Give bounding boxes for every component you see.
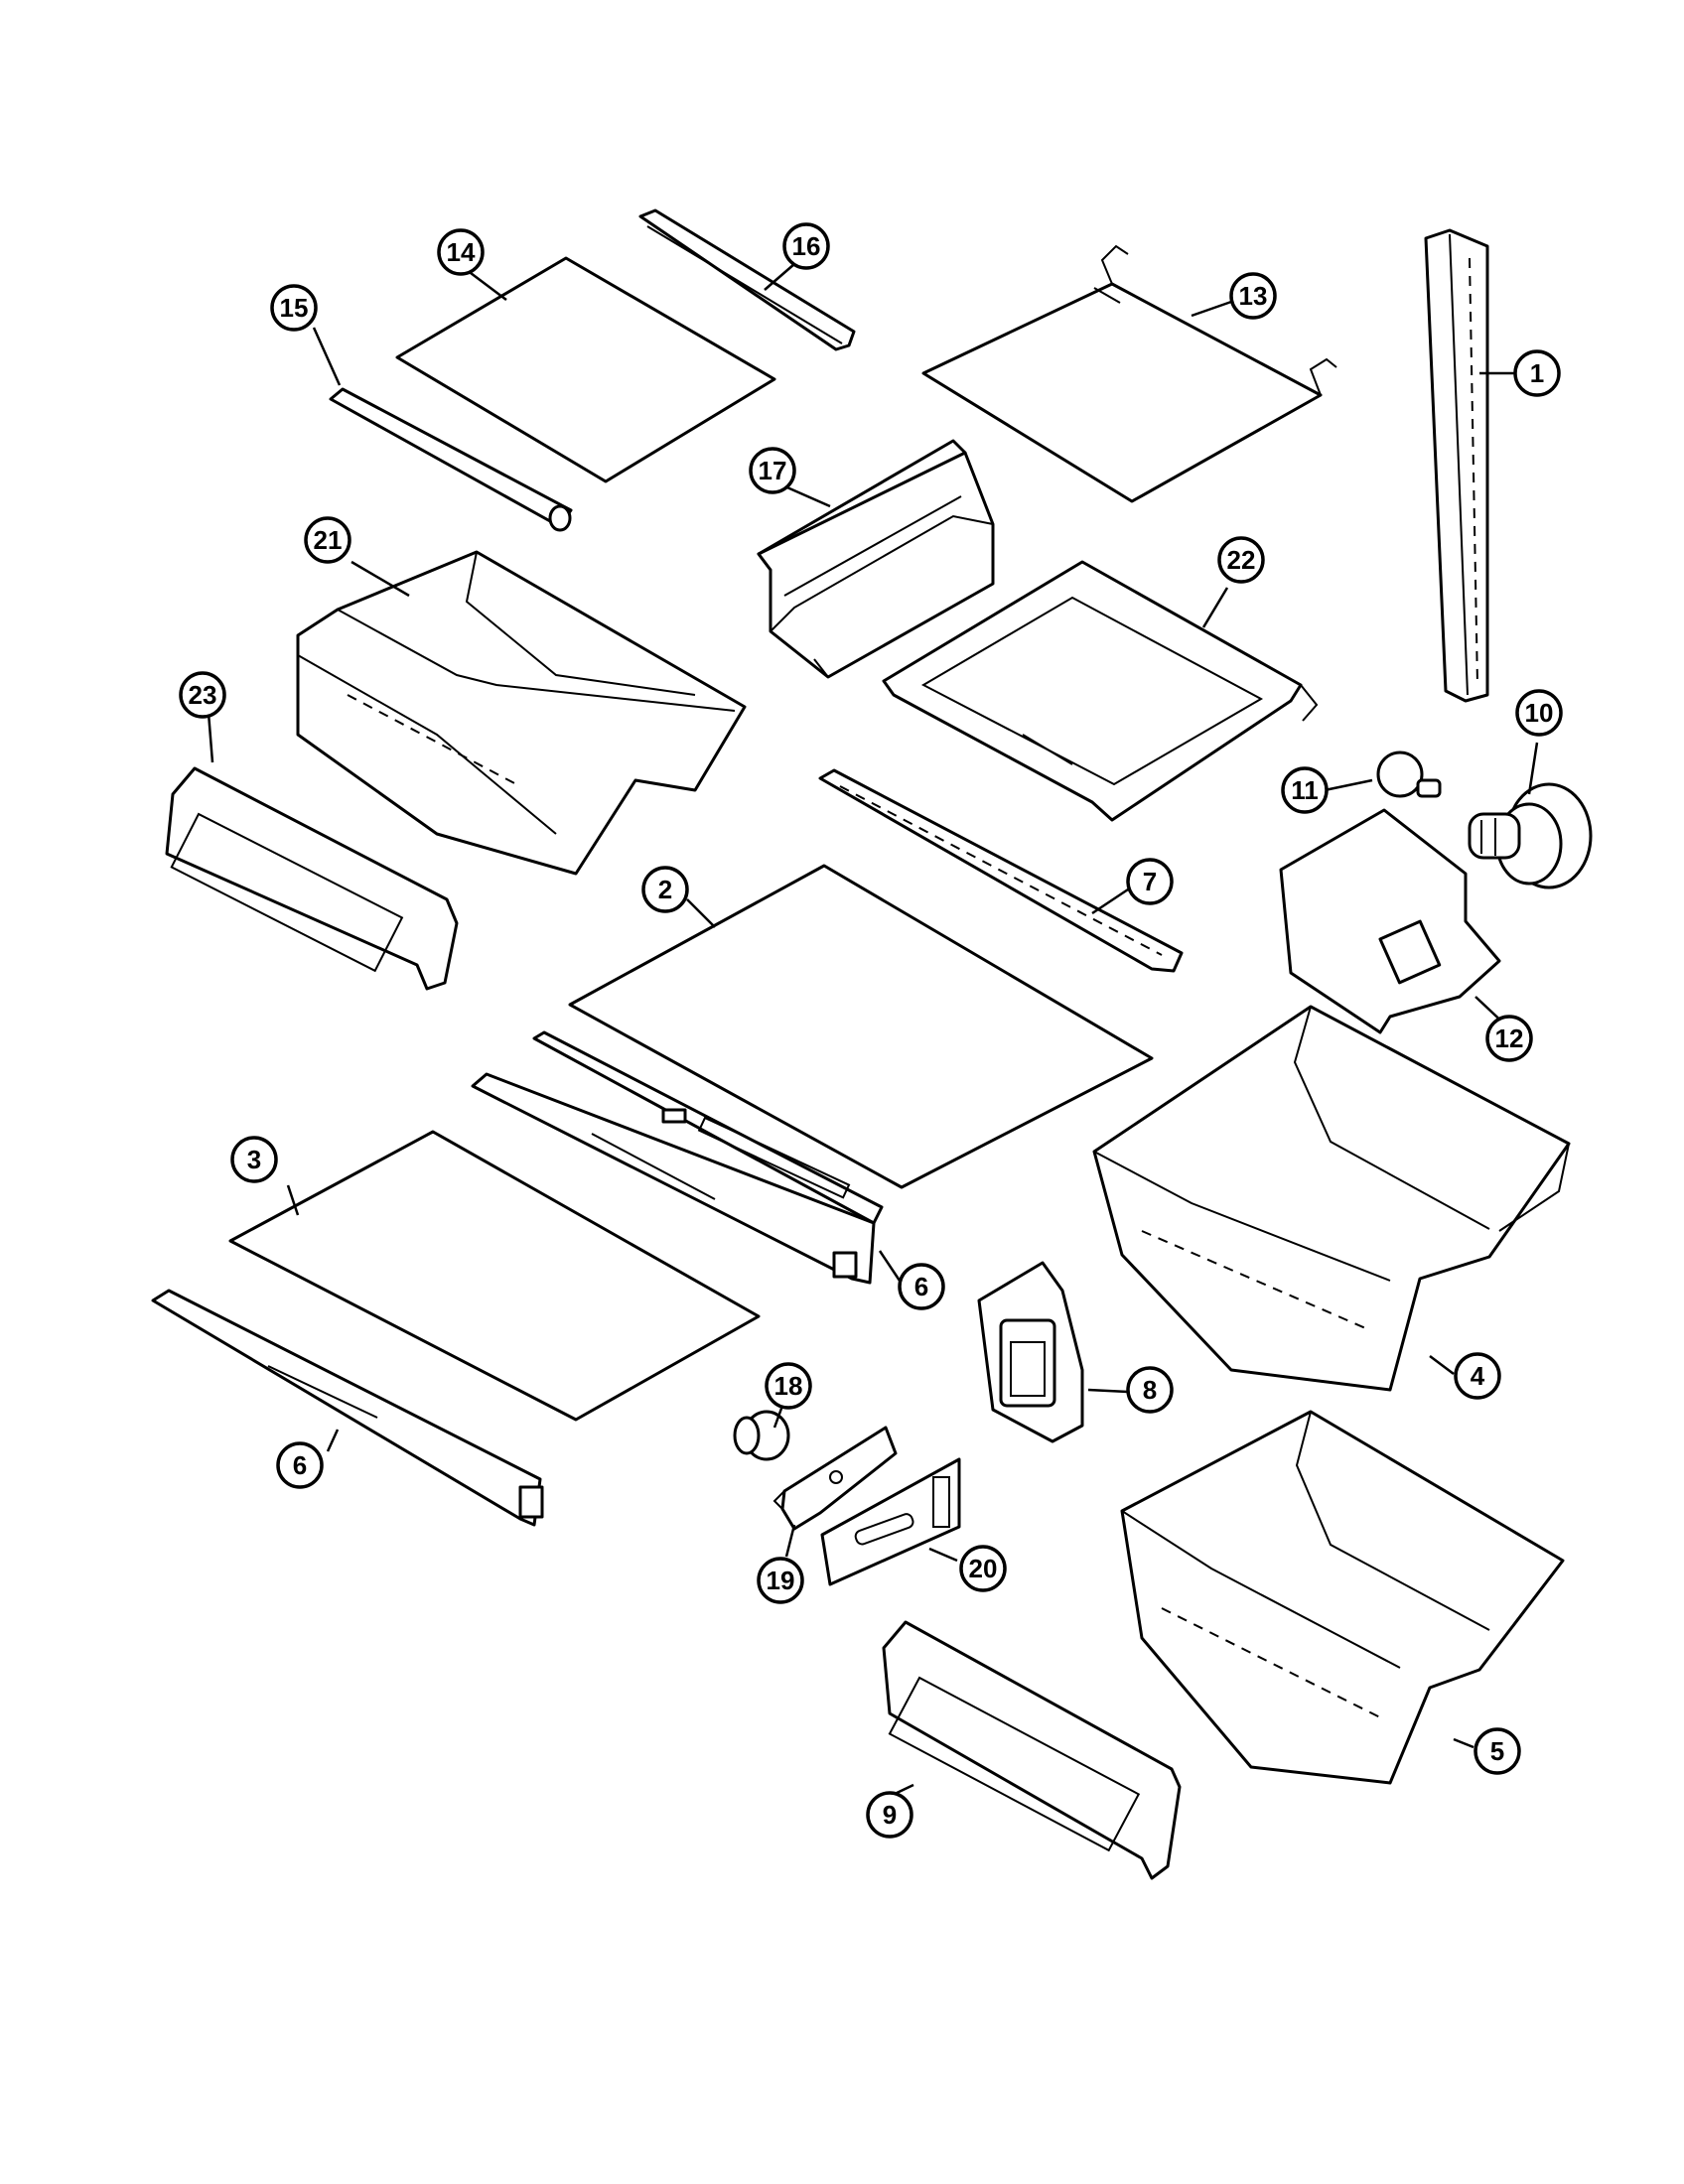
svg-text:6: 6 [914, 1272, 928, 1301]
svg-text:2: 2 [658, 875, 672, 904]
pan-cover-front [882, 1620, 1182, 1880]
pan-meat-cover-front [165, 766, 459, 991]
callout-14[interactable]: 14 [437, 228, 485, 276]
crisper-cover-trim-rear [818, 768, 1184, 973]
callout-4[interactable]: 4 [1454, 1352, 1501, 1400]
shelf-trim-front [329, 387, 573, 532]
callout-3[interactable]: 3 [230, 1136, 278, 1183]
svg-text:17: 17 [759, 456, 787, 485]
svg-text:1: 1 [1530, 358, 1544, 388]
svg-text:23: 23 [189, 680, 217, 710]
callout-18[interactable]: 18 [765, 1362, 812, 1410]
svg-text:21: 21 [314, 525, 343, 555]
svg-text:12: 12 [1495, 1024, 1524, 1053]
svg-text:18: 18 [774, 1371, 803, 1401]
shelf-rail-bracket [757, 439, 995, 679]
svg-text:9: 9 [883, 1800, 897, 1830]
callout-15[interactable]: 15 [270, 284, 318, 332]
callout-9[interactable]: 9 [866, 1791, 913, 1839]
callout-7[interactable]: 7 [1126, 858, 1174, 905]
crisper-pan-lower [1120, 1410, 1565, 1785]
callout-19[interactable]: 19 [757, 1557, 804, 1604]
shelf-frame-cantilever [882, 560, 1319, 822]
crisper-cover-glass-upper [568, 864, 1154, 1189]
callout-10[interactable]: 10 [1515, 689, 1563, 737]
control-bracket [772, 1426, 898, 1531]
callout-20[interactable]: 20 [959, 1545, 1007, 1592]
svg-text:11: 11 [1291, 775, 1319, 805]
svg-text:4: 4 [1471, 1361, 1485, 1391]
callout-16[interactable]: 16 [782, 222, 830, 270]
callout-13[interactable]: 13 [1229, 272, 1277, 320]
callout-17[interactable]: 17 [749, 447, 796, 494]
callout-6-lower[interactable]: 6 [276, 1441, 324, 1489]
svg-text:6: 6 [293, 1450, 307, 1480]
crisper-cover-frame-upper [471, 1030, 884, 1285]
pan-meat [296, 550, 747, 876]
crisper-cover-glass-lower [228, 1130, 761, 1422]
callout-23[interactable]: 23 [179, 671, 226, 719]
svg-text:20: 20 [969, 1554, 998, 1583]
shelf-glass-upper [395, 256, 776, 483]
svg-text:14: 14 [447, 237, 476, 267]
light-socket [1468, 782, 1593, 889]
svg-text:10: 10 [1525, 698, 1554, 728]
callout-8[interactable]: 8 [1126, 1366, 1174, 1414]
shelf-trim-rear [638, 208, 856, 351]
svg-text:16: 16 [792, 231, 821, 261]
svg-text:8: 8 [1143, 1375, 1157, 1405]
svg-text:22: 22 [1227, 545, 1256, 575]
svg-text:15: 15 [280, 293, 309, 323]
callout-1[interactable]: 1 [1513, 349, 1561, 397]
svg-text:7: 7 [1143, 867, 1157, 896]
shelf-wire-cantilever [921, 244, 1337, 503]
svg-text:13: 13 [1239, 281, 1268, 311]
svg-text:19: 19 [767, 1566, 795, 1595]
shelf-ladder-rail [1424, 228, 1489, 703]
light-bulb [1376, 751, 1442, 798]
callout-6-upper[interactable]: 6 [898, 1263, 945, 1310]
callout-12[interactable]: 12 [1485, 1015, 1533, 1062]
svg-text:5: 5 [1490, 1736, 1504, 1766]
crisper-cover-frame-lower [151, 1289, 544, 1527]
crisper-pan-upper [1092, 1005, 1571, 1392]
callout-5[interactable]: 5 [1474, 1727, 1521, 1775]
callout-21[interactable]: 21 [304, 516, 351, 564]
control-knob [733, 1410, 790, 1461]
control-plate [820, 1457, 961, 1586]
callout-11[interactable]: 11 [1281, 766, 1329, 814]
callout-2[interactable]: 2 [641, 866, 689, 913]
light-shield [1279, 808, 1501, 1034]
control-housing [977, 1261, 1084, 1443]
svg-text:3: 3 [247, 1145, 261, 1174]
callout-22[interactable]: 22 [1217, 536, 1265, 584]
